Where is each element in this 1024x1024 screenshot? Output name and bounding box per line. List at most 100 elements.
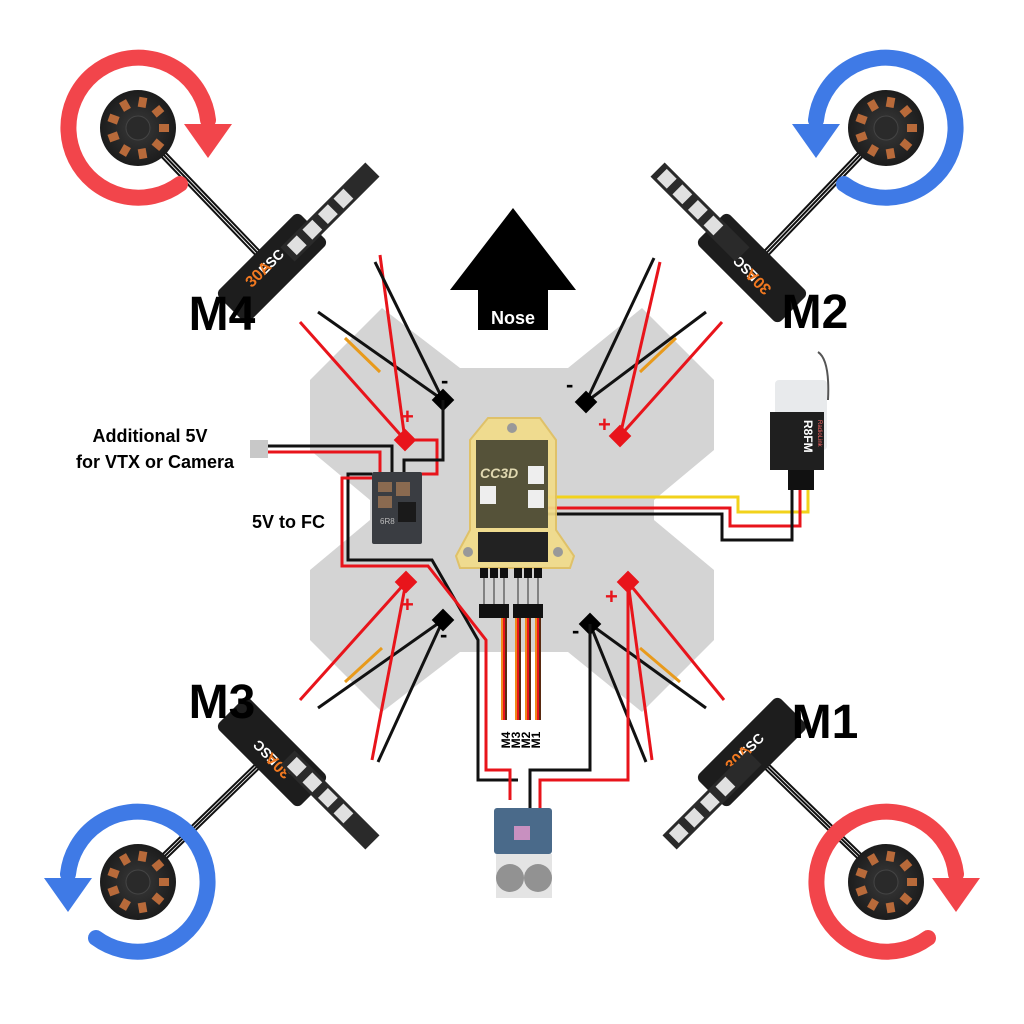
led-strip (662, 750, 762, 850)
servo-connector (533, 604, 543, 618)
header-pin (524, 568, 532, 578)
regulator-marking: 6R8 (380, 517, 395, 526)
pad-label-m2-positive: + (598, 412, 611, 437)
motor-coil (119, 99, 131, 112)
motor-coil (855, 867, 868, 879)
pad-label-m1-negative: - (572, 618, 579, 643)
led (715, 776, 736, 797)
motor-coil (107, 867, 120, 879)
motor-coil (899, 892, 913, 905)
motor-shaft (873, 869, 899, 895)
motor-coil (907, 124, 917, 132)
motor-coil (855, 113, 868, 125)
motor-label-m2: M2 (782, 286, 849, 339)
motor-coil (855, 885, 868, 897)
rotation-arrow-cw (808, 803, 964, 960)
servo-connector (513, 604, 523, 618)
motor-coil (107, 131, 120, 143)
pwm-label-m2: M2 (519, 731, 533, 748)
motor-label-m1: M1 (792, 696, 859, 749)
header-pin (514, 568, 522, 578)
motor-coil (137, 96, 148, 109)
fc-label: CC3D (480, 465, 518, 481)
motor-coil (855, 131, 868, 143)
motor-label-m3: M3 (189, 676, 256, 729)
m1-power-wires (588, 581, 726, 763)
motor-coil (885, 96, 896, 109)
motor-coil (885, 901, 896, 914)
motor-coil (867, 853, 879, 866)
motor-coil (119, 853, 131, 866)
motor-coil (119, 144, 131, 157)
header-pin (500, 568, 508, 578)
led (703, 215, 724, 236)
header-pin (534, 568, 542, 578)
rotation-arrowhead-icon (792, 124, 840, 158)
motor-label-m4: M4 (189, 288, 256, 341)
motor-shaft (873, 115, 899, 141)
motor-coil (119, 898, 131, 911)
motor-coil (159, 878, 169, 886)
voltage-regulator: 6R8 (372, 472, 422, 544)
nose-arrow: Nose (450, 208, 576, 330)
led (333, 188, 354, 209)
pad-m3-positive (394, 570, 418, 594)
servo-connector (499, 604, 509, 618)
regulator-wires (268, 400, 518, 800)
servo-connector (523, 604, 533, 618)
m3-power-wires (298, 580, 445, 763)
flight-controller: CC3D (454, 417, 576, 569)
rotation-arrowhead-icon (932, 878, 980, 912)
rotation-arrow-ccw (808, 49, 964, 206)
pwm-label-m4: M4 (499, 731, 513, 748)
servo-connector (479, 604, 489, 618)
pad-labels: + - + - + - + - (401, 368, 618, 647)
motor-coil (107, 113, 120, 125)
pad-m2-positive (608, 424, 632, 448)
motor-coil (137, 901, 148, 914)
motor-coil (899, 859, 913, 872)
annotation-additional-5v-line1: Additional 5V (92, 426, 207, 446)
pad-label-m3-negative: - (440, 622, 447, 647)
rotation-arrowhead-icon (44, 878, 92, 912)
aux-5v-connector (250, 440, 268, 458)
receiver-wires (548, 490, 810, 542)
pad-label-m4-negative: - (441, 368, 448, 393)
motor-coil (867, 898, 879, 911)
buzzer-wires (528, 582, 630, 808)
motor-coil (151, 859, 165, 872)
motor-coil (867, 144, 879, 157)
pad-label-m1-positive: + (605, 584, 618, 609)
m2-power-wires (584, 257, 724, 438)
pad-label-m4-positive: + (401, 404, 414, 429)
annotation-5v-to-fc: 5V to FC (252, 512, 325, 532)
motor-coil (151, 892, 165, 905)
led-strip (280, 750, 380, 850)
motor-coil (867, 99, 879, 112)
pwm-label-m1: M1 (529, 731, 543, 748)
pwm-label-m3: M3 (509, 731, 523, 748)
motor-coil (885, 850, 896, 863)
receiver: R8FM RadioLink (770, 351, 830, 490)
led (333, 803, 354, 824)
annotation-additional-5v-line2: for VTX or Camera (76, 452, 235, 472)
rotation-arrow-ccw (60, 803, 216, 960)
motor-coil (885, 147, 896, 160)
pad-label-m2-negative: - (566, 372, 573, 397)
pwm-pins (479, 568, 543, 720)
motor-coil (899, 138, 913, 151)
pad-m3-negative (431, 608, 455, 632)
led-strip (650, 162, 750, 262)
motor-coil (137, 147, 148, 160)
buzzer-module (494, 808, 552, 898)
pad-label-m3-positive: + (401, 592, 414, 617)
motor-coil (907, 878, 917, 886)
rotation-arrowhead-icon (184, 124, 232, 158)
